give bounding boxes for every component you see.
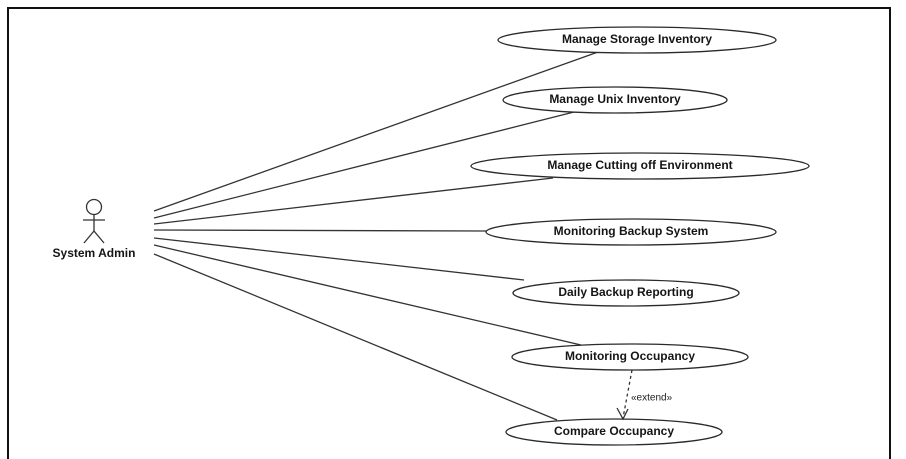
use-case-label: Compare Occupancy xyxy=(554,424,674,438)
use-case-ellipse xyxy=(497,26,777,54)
stick-figure-icon xyxy=(83,198,105,244)
use-case-ellipse xyxy=(511,343,749,371)
use-case-label: Daily Backup Reporting xyxy=(558,285,693,299)
extend-arrowhead xyxy=(616,407,629,421)
extend-relationship: «extend» xyxy=(616,369,673,421)
use-case-cutting[interactable]: Manage Cutting off Environment xyxy=(470,152,810,180)
use-case-daily-backup[interactable]: Daily Backup Reporting xyxy=(512,279,740,307)
use-case-label: Manage Storage Inventory xyxy=(562,32,712,46)
use-case-ellipse xyxy=(505,418,723,446)
use-case-ellipse xyxy=(485,218,777,246)
extend-stereotype-label: «extend» xyxy=(631,393,673,404)
use-case-unix[interactable]: Manage Unix Inventory xyxy=(502,86,728,114)
use-case-ellipse xyxy=(470,152,810,180)
extend-dashed-line xyxy=(622,369,633,419)
use-case-storage[interactable]: Manage Storage Inventory xyxy=(497,26,777,54)
use-case-backup-monitor[interactable]: Monitoring Backup System xyxy=(485,218,777,246)
use-case-occupancy-monitor[interactable]: Monitoring Occupancy xyxy=(511,343,749,371)
use-case-label: Monitoring Backup System xyxy=(554,224,709,238)
diagram-frame xyxy=(7,7,891,459)
association-daily-backup xyxy=(153,237,525,281)
use-case-label: Manage Unix Inventory xyxy=(549,92,681,106)
use-case-label: Manage Cutting off Environment xyxy=(547,158,732,172)
use-case-ellipse xyxy=(512,279,740,307)
association-cutting xyxy=(153,177,554,225)
use-case-ellipse xyxy=(502,86,728,114)
association-storage xyxy=(153,51,599,212)
association-unix xyxy=(153,111,575,219)
actor-label: System Admin xyxy=(53,246,136,260)
association-occupancy-monitor xyxy=(153,244,582,346)
association-lines xyxy=(153,51,599,421)
association-backup-monitor xyxy=(153,229,487,232)
association-occupancy-compare xyxy=(153,253,558,421)
actor-system-admin[interactable]: System Admin xyxy=(53,198,136,261)
use-case-occupancy-compare[interactable]: Compare Occupancy xyxy=(505,418,723,446)
use-case-label: Monitoring Occupancy xyxy=(565,349,695,363)
